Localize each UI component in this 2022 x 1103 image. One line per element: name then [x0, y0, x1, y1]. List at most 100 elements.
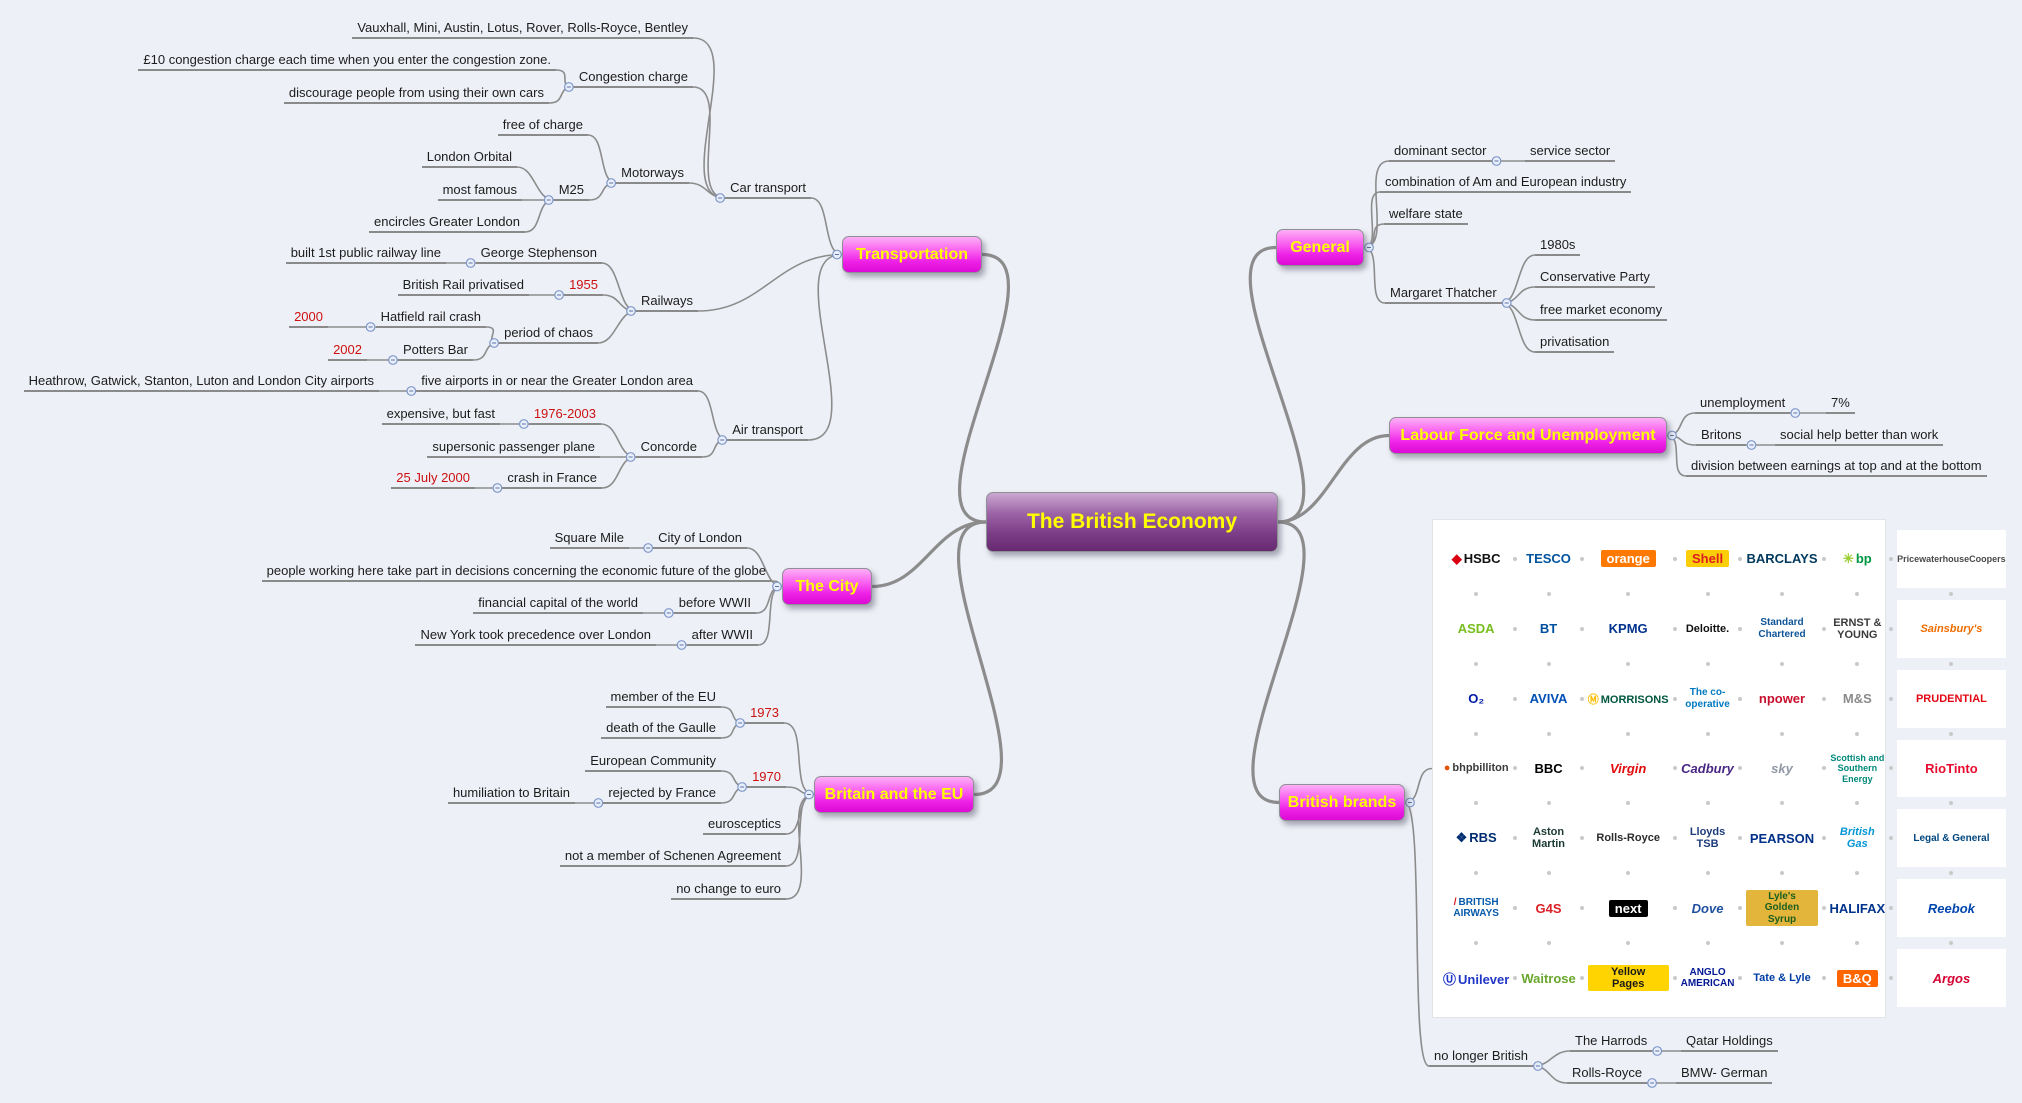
node-new-york-precedence[interactable]: New York took precedence over London	[415, 626, 656, 646]
collapse-toggle[interactable]	[465, 258, 476, 268]
node-railways[interactable]: Railways	[635, 292, 698, 312]
node-rolls-royce[interactable]: Rolls-Royce	[1567, 1064, 1648, 1084]
node-welfare-state[interactable]: welfare state	[1384, 205, 1468, 225]
collapse-toggle[interactable]	[626, 306, 636, 316]
node-congestion-fee[interactable]: £10 congestion charge each time when you…	[138, 51, 556, 71]
topic-labour-force[interactable]: Labour Force and Unemployment	[1389, 417, 1667, 454]
node-congestion-purpose[interactable]: discourage people from using their own c…	[283, 84, 549, 104]
node-european-community[interactable]: European Community	[585, 752, 721, 772]
node-airport-list[interactable]: Heathrow, Gatwick, Stanton, Luton and Lo…	[23, 372, 379, 392]
node-the-harrods[interactable]: The Harrods	[1570, 1032, 1653, 1052]
node-uk-car-brands[interactable]: Vauxhall, Mini, Austin, Lotus, Rover, Ro…	[352, 19, 693, 39]
collapse-toggle[interactable]	[543, 195, 554, 205]
collapse-toggle[interactable]	[1667, 430, 1677, 441]
node-encircles-greater-london[interactable]: encircles Greater London	[369, 213, 525, 233]
node-not-schengen-member[interactable]: not a member of Schenen Agreement	[559, 847, 786, 867]
node-supersonic-plane[interactable]: supersonic passenger plane	[427, 438, 600, 458]
central-topic[interactable]: The British Economy	[986, 492, 1278, 552]
node-date-25-july-2000[interactable]: 25 July 2000	[391, 469, 475, 489]
collapse-toggle[interactable]	[663, 608, 674, 618]
collapse-toggle[interactable]	[1491, 156, 1502, 166]
node-expensive-but-fast[interactable]: expensive, but fast	[381, 405, 500, 425]
node-free-of-charge[interactable]: free of charge	[497, 116, 588, 136]
node-hatfield-rail-crash[interactable]: Hatfield rail crash	[375, 308, 486, 328]
topic-the-city[interactable]: The City	[782, 568, 872, 605]
node-no-change-to-euro[interactable]: no change to euro	[671, 880, 786, 900]
node-service-sector[interactable]: service sector	[1525, 142, 1616, 162]
node-before-wwii[interactable]: before WWII	[673, 594, 756, 614]
collapse-toggle[interactable]	[717, 435, 728, 445]
node-economic-decisions[interactable]: people working here take part in decisio…	[261, 562, 771, 582]
collapse-toggle[interactable]	[772, 581, 782, 592]
topic-british-brands[interactable]: British brands	[1279, 784, 1405, 821]
node-london-orbital[interactable]: London Orbital	[421, 148, 517, 168]
node-free-market-economy[interactable]: free market economy	[1535, 301, 1668, 321]
node-british-rail-privatised[interactable]: British Rail privatised	[397, 276, 529, 296]
node-financial-capital[interactable]: financial capital of the world	[473, 594, 643, 614]
node-year-1973[interactable]: 1973	[745, 704, 784, 724]
node-margaret-thatcher[interactable]: Margaret Thatcher	[1385, 284, 1502, 304]
node-five-airports[interactable]: five airports in or near the Greater Lon…	[416, 372, 698, 392]
collapse-toggle[interactable]	[593, 798, 604, 808]
collapse-toggle[interactable]	[388, 355, 398, 365]
collapse-toggle[interactable]	[492, 483, 503, 493]
node-city-of-london[interactable]: City of London	[653, 529, 747, 549]
node-george-stephenson[interactable]: George Stephenson	[475, 244, 602, 264]
node-unemployment-rate[interactable]: 7%	[1826, 394, 1855, 414]
node-eurosceptics[interactable]: eurosceptics	[703, 815, 786, 835]
node-1980s[interactable]: 1980s	[1535, 236, 1581, 256]
collapse-toggle[interactable]	[489, 338, 499, 348]
collapse-toggle[interactable]	[1533, 1061, 1543, 1071]
node-years-1976-2003[interactable]: 1976-2003	[528, 405, 601, 425]
node-year-1955[interactable]: 1955	[564, 276, 603, 296]
node-unemployment[interactable]: unemployment	[1695, 394, 1791, 414]
node-member-of-eu[interactable]: member of the EU	[605, 688, 721, 708]
node-year-1970[interactable]: 1970	[747, 768, 786, 788]
node-crash-in-france[interactable]: crash in France	[502, 469, 602, 489]
node-death-of-de-gaulle[interactable]: death of the Gaulle	[601, 719, 721, 739]
collapse-toggle[interactable]	[737, 782, 747, 792]
collapse-toggle[interactable]	[518, 419, 529, 429]
node-congestion-charge[interactable]: Congestion charge	[573, 68, 693, 88]
node-after-wwii[interactable]: after WWII	[686, 626, 758, 646]
node-privatisation[interactable]: privatisation	[1535, 333, 1615, 353]
collapse-toggle[interactable]	[832, 249, 842, 260]
node-air-transport[interactable]: Air transport	[727, 421, 808, 441]
node-year-2002[interactable]: 2002	[328, 341, 367, 361]
collapse-toggle[interactable]	[1405, 797, 1415, 808]
collapse-toggle[interactable]	[606, 178, 617, 188]
node-dominant-sector[interactable]: dominant sector	[1389, 142, 1492, 162]
node-britons[interactable]: Britons	[1696, 426, 1747, 446]
node-year-2000[interactable]: 2000	[289, 308, 328, 328]
collapse-toggle[interactable]	[563, 82, 574, 92]
node-conservative-party[interactable]: Conservative Party	[1535, 268, 1655, 288]
node-humiliation-to-britain[interactable]: humiliation to Britain	[447, 784, 575, 804]
node-square-mile[interactable]: Square Mile	[549, 529, 629, 549]
node-no-longer-british[interactable]: no longer British	[1429, 1047, 1533, 1067]
node-industry-combination[interactable]: combination of Am and European industry	[1380, 173, 1632, 193]
collapse-toggle[interactable]	[676, 640, 687, 650]
node-m25[interactable]: M25	[553, 181, 589, 201]
collapse-toggle[interactable]	[554, 290, 564, 300]
node-concorde[interactable]: Concorde	[635, 438, 702, 458]
node-qatar-holdings[interactable]: Qatar Holdings	[1681, 1032, 1778, 1052]
collapse-toggle[interactable]	[1652, 1046, 1663, 1056]
node-potters-bar[interactable]: Potters Bar	[397, 341, 473, 361]
node-most-famous[interactable]: most famous	[437, 181, 522, 201]
collapse-toggle[interactable]	[804, 789, 814, 800]
collapse-toggle[interactable]	[406, 386, 417, 396]
topic-general[interactable]: General	[1276, 229, 1364, 266]
node-rejected-by-france[interactable]: rejected by France	[603, 784, 721, 804]
node-car-transport[interactable]: Car transport	[725, 179, 811, 199]
collapse-toggle[interactable]	[625, 452, 636, 462]
collapse-toggle[interactable]	[1364, 242, 1374, 253]
node-earnings-division[interactable]: division between earnings at top and at …	[1686, 457, 1987, 477]
topic-transportation[interactable]: Transportation	[842, 236, 982, 273]
collapse-toggle[interactable]	[1790, 408, 1801, 418]
collapse-toggle[interactable]	[1746, 440, 1757, 450]
collapse-toggle[interactable]	[1501, 298, 1512, 308]
collapse-toggle[interactable]	[365, 322, 376, 332]
topic-britain-and-the-eu[interactable]: Britain and the EU	[814, 776, 974, 813]
node-period-of-chaos[interactable]: period of chaos	[499, 324, 598, 344]
